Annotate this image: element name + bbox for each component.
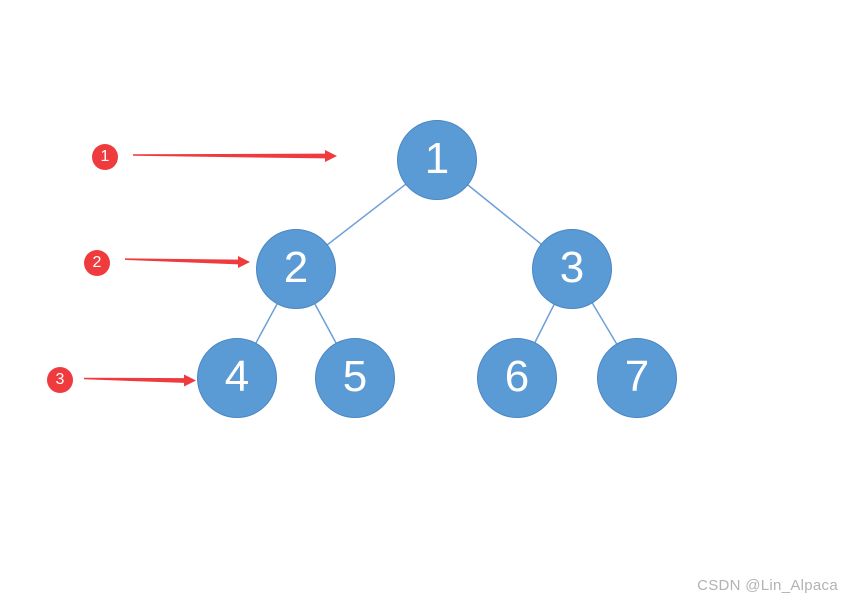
tree-node-4: 4 (197, 338, 277, 418)
level-2-arrow-icon (125, 256, 250, 268)
level-marker-2: 2 (84, 250, 110, 276)
tree-node-6: 6 (477, 338, 557, 418)
tree-node-2: 2 (256, 229, 336, 309)
tree-node-3: 3 (532, 229, 612, 309)
tree-node-1: 1 (397, 120, 477, 200)
watermark-text: CSDN @Lin_Alpaca (697, 577, 838, 594)
tree-node-5: 5 (315, 338, 395, 418)
level-marker-3: 3 (47, 367, 73, 393)
level-marker-1: 1 (92, 144, 118, 170)
level-1-arrow-icon (133, 150, 337, 162)
level-3-arrow-icon (84, 374, 196, 387)
tree-node-7: 7 (597, 338, 677, 418)
